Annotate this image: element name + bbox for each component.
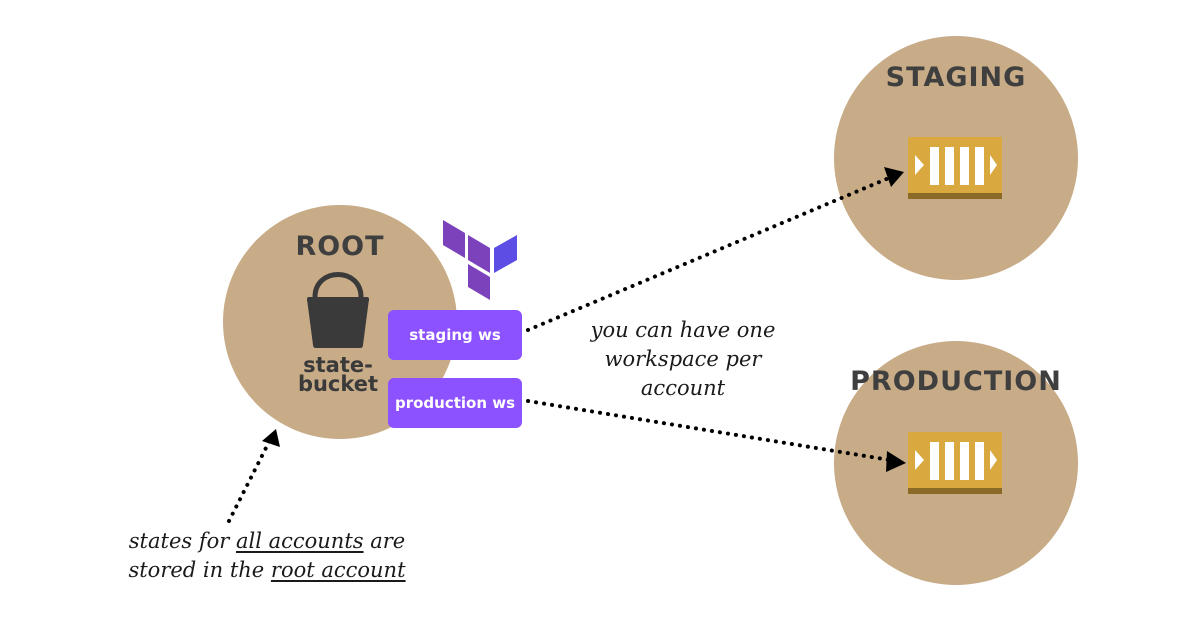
states-note-line1: states for all accounts are [128, 529, 406, 553]
workspace-note-line2: workspace per [604, 347, 762, 371]
all-accounts-emphasis: all accounts [235, 529, 364, 553]
aws-account-icon [908, 432, 1002, 494]
root-storage-arrow-head [262, 429, 280, 447]
aws-account-icon [908, 137, 1002, 199]
workspace-note-line3: account [640, 376, 726, 400]
workspace-note: you can have one workspace per account [578, 316, 788, 403]
production-connector-arrow [526, 399, 898, 463]
staging-title: STAGING [885, 62, 1027, 93]
root-account-emphasis: root account [270, 558, 406, 582]
production-arrow-head [886, 451, 906, 472]
bucket-label-line1: state- [303, 353, 373, 377]
states-note: states for all accounts are stored in th… [112, 527, 422, 585]
bucket-label-line2: bucket [297, 372, 379, 396]
staging-connector-arrow [526, 173, 898, 332]
production-account-circle [834, 341, 1078, 585]
staging-workspace-button[interactable]: staging ws [388, 310, 522, 360]
staging-account-circle: STAGING [834, 36, 1078, 280]
root-title: ROOT [295, 231, 385, 262]
workspace-note-line1: you can have one [590, 318, 776, 342]
states-note-line2: stored in the root account [128, 558, 406, 582]
root-storage-arrow [227, 438, 272, 523]
staging-arrow-head [884, 167, 904, 187]
terraform-logo-icon [443, 220, 517, 300]
production-title: PRODUCTION [850, 366, 1062, 397]
state-bucket-label: state- bucket [295, 353, 381, 396]
production-workspace-button[interactable]: production ws [388, 378, 522, 428]
bucket-icon [307, 272, 369, 348]
